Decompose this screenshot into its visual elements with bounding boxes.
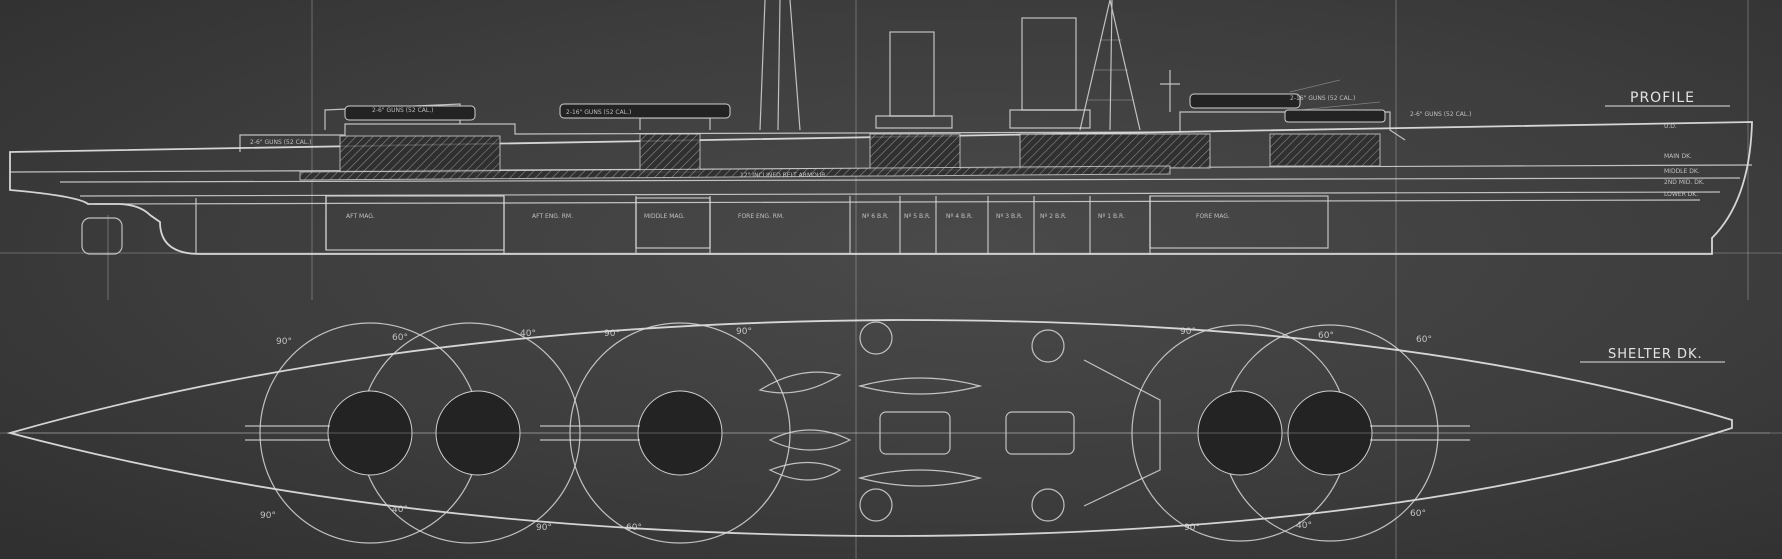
arc-degree-label: 60° [1410,509,1426,519]
arc-degree-label: 40° [520,329,536,339]
compartment-label: Nº 4 B.R. [946,213,973,220]
compartment-grid [195,195,1329,254]
belt-armour-label: 12" INCLINED BELT ARMOUR [740,172,825,179]
gun-label: 2-6" GUNS (52 CAL.) [250,139,311,146]
profile-view [9,0,1753,255]
deck-label-second-middle: 2ND MID. DK. [1664,179,1705,186]
deck-label-ud: U.D. [1664,123,1677,130]
gun-labels: 2-6" GUNS (52 CAL.) 2-6" GUNS (52 CAL.) … [250,95,1471,146]
gun-label: 2-16" GUNS (52 CAL.) [566,109,631,116]
arc-degree-label: 90° [276,337,292,347]
plan-view [6,319,1770,544]
compartment-label: Nº 5 B.R. [904,213,931,220]
profile-label: PROFILE [1630,90,1695,106]
arc-degree-label: 60° [392,333,408,343]
gun-label: 2-16" GUNS (52 CAL.) [1290,95,1355,102]
gun-label: 2-6" GUNS (52 CAL.) [372,107,433,114]
boat-group [758,359,1161,507]
compartment-label: Nº 1 B.R. [1098,213,1125,220]
compartment-label: MIDDLE MAG. [644,213,685,220]
shelter-deck-label: SHELTER DK. [1608,347,1703,362]
deck-labels: U.D. MAIN DK. MIDDLE DK. 2ND MID. DK. LO… [1664,123,1705,198]
deck-label-lower: LOWER DK. [1664,191,1698,198]
arc-degree-label: 90° [604,329,620,339]
arc-degree-label: 90° [536,523,552,533]
compartment-label: Nº 3 B.R. [996,213,1023,220]
deck-label-middle: MIDDLE DK. [1664,168,1700,175]
arc-degree-label: 90° [1184,523,1200,533]
arc-degree-labels: 90° 60° 40° 90° 90° 90° 60° 60° 90° 40° … [260,327,1432,533]
compartment-label: Nº 2 B.R. [1040,213,1067,220]
deck-label-main: MAIN DK. [1664,153,1692,160]
arc-degree-label: 60° [1318,331,1334,341]
gun-barrels [245,425,1470,441]
arc-degree-label: 40° [1296,521,1312,531]
compartment-label: AFT MAG. [346,213,375,220]
compartment-labels: AFT MAG. AFT ENG. RM. MIDDLE MAG. FORE E… [346,213,1230,220]
arc-degree-label: 90° [260,511,276,521]
arc-degree-label: 60° [626,523,642,533]
compartment-label: FORE MAG. [1196,213,1230,220]
drawing-labels: PROFILE SHELTER DK. 12" INCLINED BELT AR… [740,90,1730,363]
arc-degree-label: 60° [1416,335,1432,345]
gun-label: 2-6" GUNS (52 CAL.) [1410,111,1471,118]
arc-degree-label: 40° [392,505,408,515]
compartment-label: Nº 6 B.R. [862,213,889,220]
arc-degree-label: 90° [736,327,752,337]
compartment-label: FORE ENG. RM. [738,213,784,220]
arc-degree-label: 90° [1180,327,1196,337]
compartment-label: AFT ENG. RM. [532,213,573,220]
